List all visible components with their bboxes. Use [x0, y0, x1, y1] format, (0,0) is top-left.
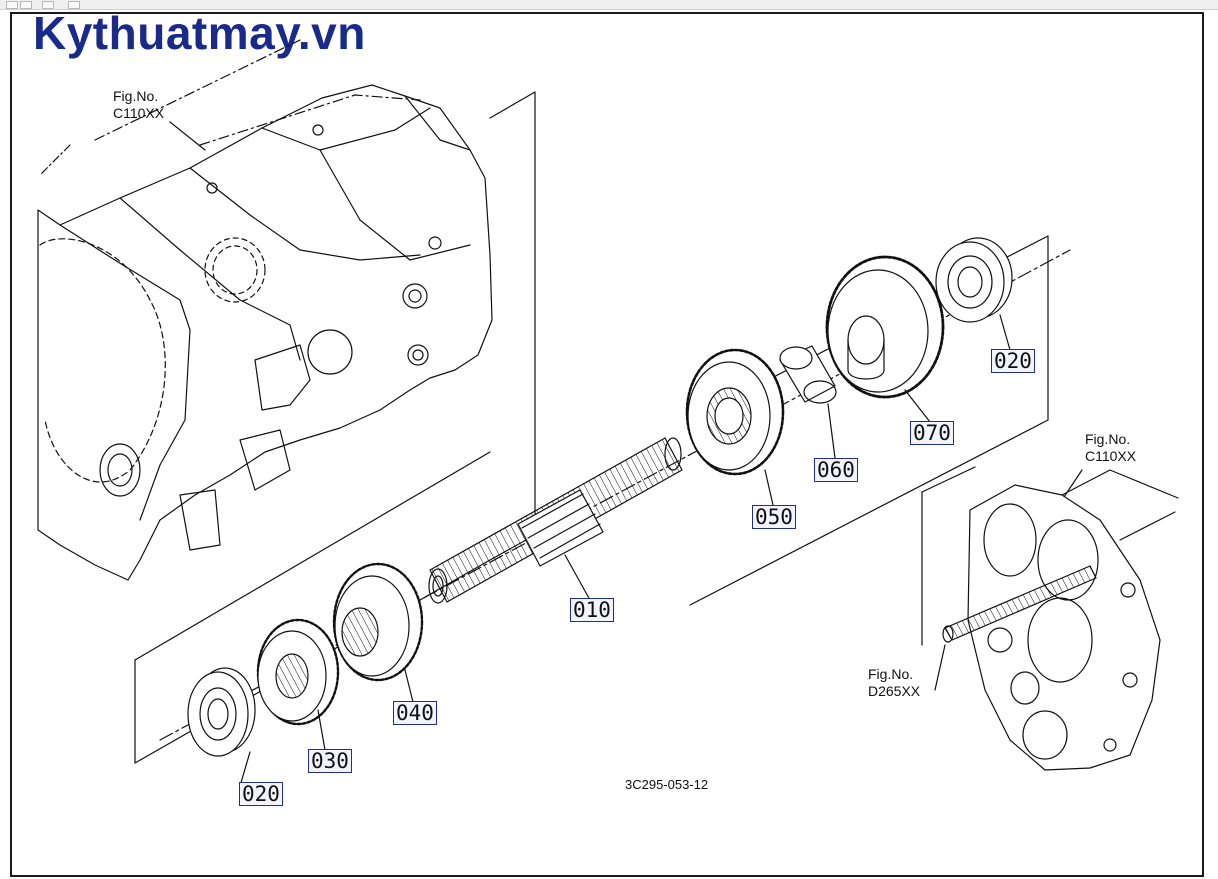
drawing-number: 3C295-053-12: [625, 777, 709, 792]
fig-ref-label: Fig.No.: [868, 666, 914, 682]
toolbar-page-icon[interactable]: [20, 1, 32, 9]
gear-040: [332, 562, 424, 682]
toolbar-back-icon[interactable]: [6, 1, 18, 9]
transmission-housing: [37, 39, 493, 581]
bearing-020-right: [935, 237, 1013, 323]
gear-030: [256, 618, 340, 726]
fig-ref-number: C110XX: [1085, 448, 1137, 464]
bearing-020-left: [187, 667, 256, 757]
callout-part-070[interactable]: 070: [910, 421, 954, 445]
callout-part-020-right[interactable]: 020: [991, 349, 1035, 373]
fig-ref-case-cover: Fig.No. C110XX: [1085, 431, 1136, 465]
callout-part-040[interactable]: 040: [393, 701, 437, 725]
toolbar-print-icon[interactable]: [68, 1, 80, 9]
callout-part-030[interactable]: 030: [308, 749, 352, 773]
main-shaft-010: [428, 437, 683, 604]
pto-shaft: [942, 565, 1097, 643]
fig-ref-number: C110XX: [113, 105, 165, 121]
fig-ref-housing: Fig.No. C110XX: [113, 88, 164, 122]
gear-050: [685, 348, 785, 476]
fig-ref-label: Fig.No.: [1085, 431, 1131, 447]
callout-part-020-left[interactable]: 020: [239, 782, 283, 806]
callout-part-060[interactable]: 060: [814, 458, 858, 482]
brand-watermark: Kythuatmay.vn: [33, 7, 366, 59]
gear-070: [825, 255, 945, 399]
callout-part-010[interactable]: 010: [570, 598, 614, 622]
toolbar-zoom-icon[interactable]: [42, 1, 54, 9]
fig-ref-number: D265XX: [868, 683, 921, 699]
fig-ref-label: Fig.No.: [113, 88, 159, 104]
viewer-toolbar: [0, 0, 1218, 10]
case-cover-housing: [967, 469, 1179, 771]
fig-ref-pto-shaft: Fig.No. D265XX: [868, 666, 920, 700]
callout-part-050[interactable]: 050: [752, 505, 796, 529]
collar-060: [779, 345, 837, 404]
